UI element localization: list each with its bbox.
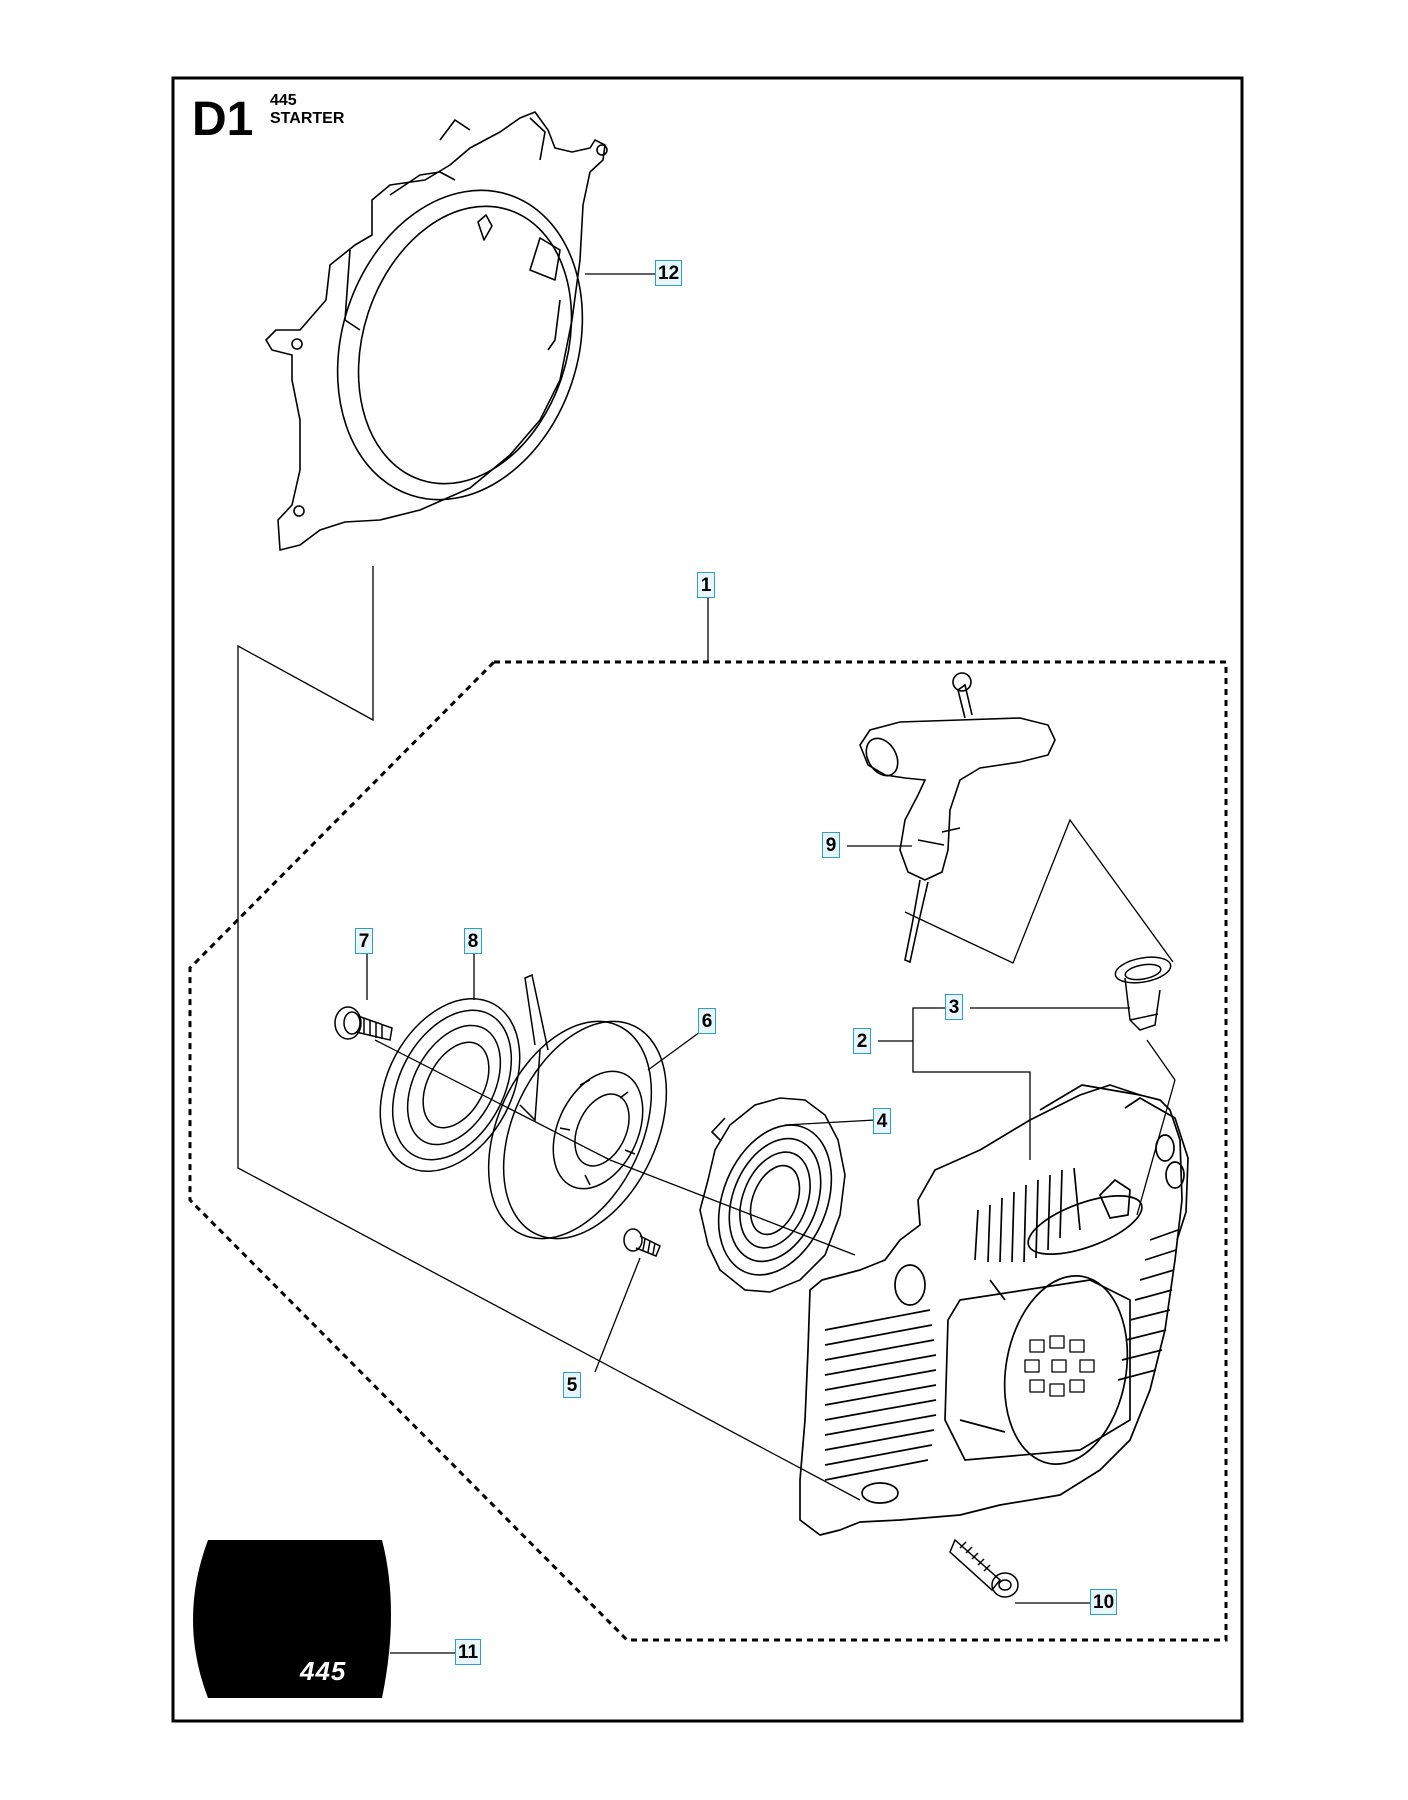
callout-11[interactable]: 11 (455, 1639, 482, 1665)
part-11-decal (193, 1540, 391, 1698)
callout-leaders (366, 273, 1130, 1654)
callout-6[interactable]: 6 (698, 1008, 716, 1034)
part-5-small-screw (623, 1228, 661, 1257)
callout-9[interactable]: 9 (822, 832, 840, 858)
page-model: 445 (270, 92, 297, 109)
callout-5[interactable]: 5 (563, 1372, 581, 1398)
diagram-border (171, 76, 1244, 1723)
part-1-assembly-outline (188, 660, 1228, 1642)
callout-2[interactable]: 2 (853, 1028, 871, 1054)
part-8-spring (379, 973, 549, 1173)
part-6-pulley (487, 1020, 668, 1240)
callout-12[interactable]: 12 (655, 260, 683, 286)
part-9-starter-handle (859, 672, 1056, 964)
callout-1[interactable]: 1 (697, 572, 715, 598)
callout-10[interactable]: 10 (1090, 1589, 1118, 1615)
part-10-screw (949, 1538, 1019, 1598)
callout-7[interactable]: 7 (355, 928, 373, 954)
callout-8[interactable]: 8 (464, 928, 482, 954)
page-code: D1 (192, 93, 254, 146)
part-4-spring-cassette (699, 1097, 846, 1293)
part-7-screw (334, 1006, 393, 1041)
part-2-starter-housing (799, 1084, 1189, 1536)
callout-4[interactable]: 4 (873, 1108, 891, 1134)
page-section-title: STARTER (270, 110, 345, 127)
part-3-rope-bushing (1114, 956, 1172, 1031)
decal-model-text: 445 (300, 1656, 347, 1686)
callout-3[interactable]: 3 (945, 994, 963, 1020)
part-12-fan-cover (265, 111, 608, 551)
assembly-guide-lines (237, 566, 1176, 1501)
